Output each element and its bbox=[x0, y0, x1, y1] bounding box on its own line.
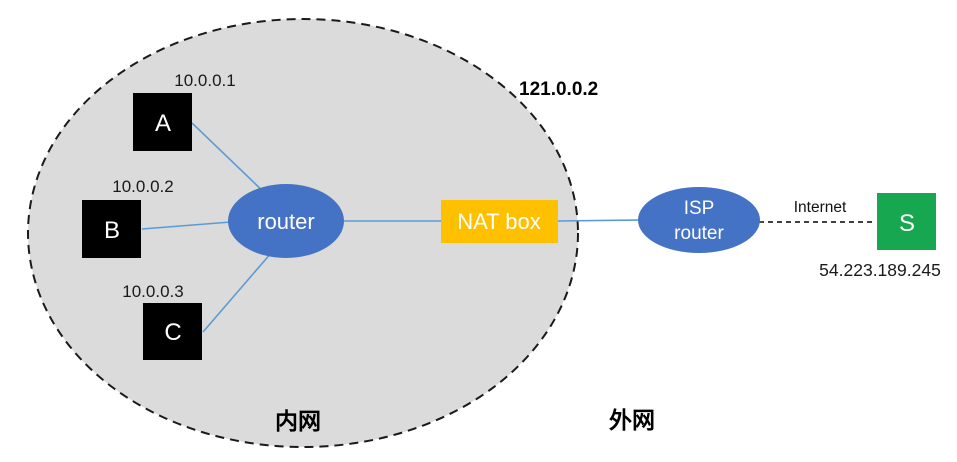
host-a-ip-label: 10.0.0.1 bbox=[174, 71, 235, 90]
host-b-letter: B bbox=[104, 217, 120, 244]
router-node bbox=[228, 184, 344, 258]
host-c-ip-label: 10.0.0.3 bbox=[122, 282, 183, 301]
server-s-letter: S bbox=[899, 210, 915, 237]
nat-box-node bbox=[441, 200, 558, 243]
isp-router-label-line2: router bbox=[674, 223, 724, 244]
host-a-letter: A bbox=[155, 110, 171, 137]
host-c-node bbox=[143, 303, 202, 360]
link-hostA-router bbox=[191, 122, 270, 198]
isp-router-label-line1: ISP bbox=[684, 198, 715, 219]
extranet-zone-label: 外网 bbox=[609, 407, 655, 433]
host-c-letter: C bbox=[164, 319, 181, 346]
server-s-node bbox=[877, 193, 936, 250]
link-natbox-isprouter bbox=[556, 219, 642, 222]
public-ip-label: 121.0.0.2 bbox=[519, 79, 598, 100]
link-hostB-router bbox=[141, 221, 232, 230]
host-b-ip-label: 10.0.0.2 bbox=[112, 177, 173, 196]
nat-box-label: NAT box bbox=[457, 209, 541, 234]
link-hostC-router bbox=[202, 251, 273, 333]
host-a-node bbox=[133, 93, 192, 151]
intranet-zone-label: 内网 bbox=[275, 408, 321, 434]
internet-label: Internet bbox=[794, 199, 847, 216]
host-b-node bbox=[82, 200, 141, 258]
isp-router-node bbox=[638, 187, 760, 253]
server-s-ip-label: 54.223.189.245 bbox=[819, 260, 941, 280]
router-label: router bbox=[257, 209, 314, 234]
